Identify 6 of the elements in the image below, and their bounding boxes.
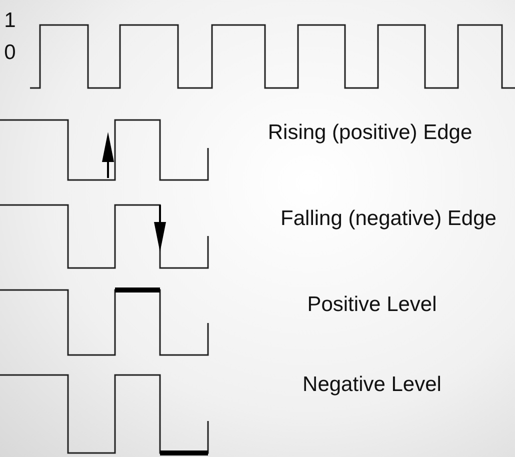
level-label: 1 <box>3 8 17 34</box>
caption-text: Positive Level <box>306 292 438 318</box>
caption-text: Falling (negative) Edge <box>280 206 498 232</box>
caption-text: Negative Level <box>302 372 442 398</box>
caption-text: Rising (positive) Edge <box>266 120 474 146</box>
level-label: 0 <box>3 40 17 66</box>
